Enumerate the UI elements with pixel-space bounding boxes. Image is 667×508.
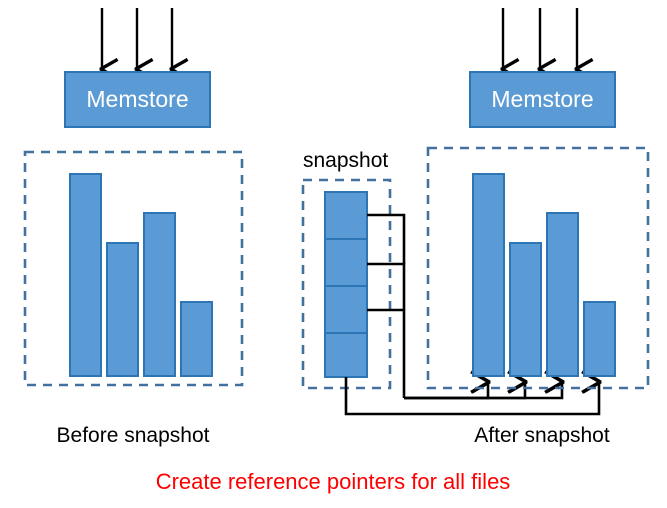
right-hfile-bar-4[interactable] bbox=[583, 301, 616, 377]
left-panel: Memstore Before snapshot bbox=[23, 8, 244, 447]
left-memstore-label: Memstore bbox=[86, 86, 188, 112]
right-caption: After snapshot bbox=[474, 424, 610, 447]
connector-block-1 bbox=[367, 213, 406, 264]
connector-block-2 bbox=[367, 262, 406, 310]
right-hfile-bars bbox=[472, 173, 616, 377]
connector-bus-to-bar-2 bbox=[404, 382, 525, 400]
right-memstore-rect bbox=[469, 71, 616, 128]
left-hfile-bars bbox=[69, 173, 213, 377]
snapshot-stack bbox=[324, 191, 368, 378]
snapshot-panel: snapshot bbox=[301, 149, 392, 390]
connector-bus-to-bar-1 bbox=[404, 382, 488, 400]
right-hfile-bar-2[interactable] bbox=[509, 242, 542, 377]
left-hfile-bar-4[interactable] bbox=[180, 301, 213, 377]
right-hfile-bar-3[interactable] bbox=[546, 212, 579, 377]
connector-block-4 bbox=[344, 377, 599, 416]
left-memstore-rect bbox=[64, 71, 211, 128]
left-hfile-bar-1[interactable] bbox=[69, 173, 102, 377]
left-memstore-box[interactable]: Memstore bbox=[64, 71, 211, 128]
footer-note: Create reference pointers for all files bbox=[156, 469, 511, 494]
snapshot-block-2[interactable] bbox=[324, 238, 368, 287]
snapshot-block-4[interactable] bbox=[324, 332, 368, 378]
right-memstore-box[interactable]: Memstore bbox=[469, 71, 616, 128]
snapshot-title: snapshot bbox=[303, 149, 388, 172]
right-hfile-bar-1[interactable] bbox=[472, 173, 505, 377]
right-panel: Memstore After snapshot bbox=[426, 8, 650, 447]
connector-bus-to-bar-3 bbox=[404, 382, 562, 400]
snapshot-block-1[interactable] bbox=[324, 191, 368, 240]
snapshot-block-3[interactable] bbox=[324, 285, 368, 334]
right-memstore-label: Memstore bbox=[491, 86, 593, 112]
right-region-dashed-border bbox=[426, 146, 650, 390]
left-caption: Before snapshot bbox=[57, 424, 210, 447]
left-inflow-arrows bbox=[102, 8, 172, 69]
left-hfile-bar-3[interactable] bbox=[143, 212, 176, 377]
left-hfile-bar-2[interactable] bbox=[106, 242, 139, 377]
connector-block-3 bbox=[367, 308, 406, 398]
right-inflow-arrows bbox=[503, 8, 577, 69]
